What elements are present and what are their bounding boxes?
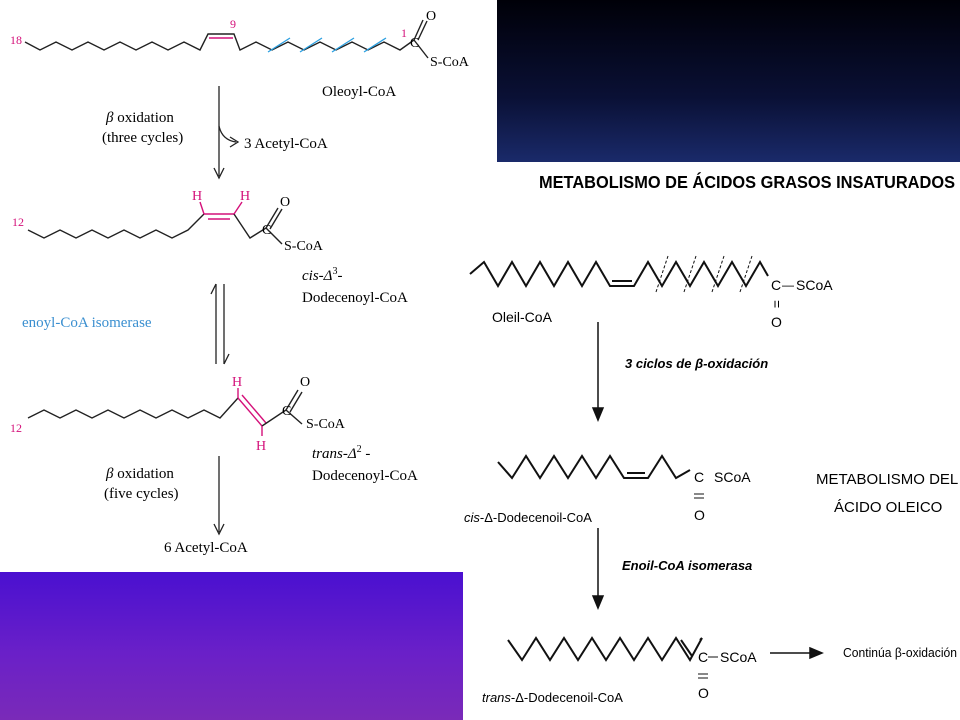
cis-o: O <box>694 507 705 523</box>
dark-background-panel <box>497 0 960 162</box>
beta-oxidation-arrow-2 <box>213 456 225 536</box>
continua-label: Continúa β-oxidación <box>843 645 957 660</box>
oleoyl-coa-structure <box>24 19 429 59</box>
oleoyl-carbonyl-c: C <box>410 36 419 51</box>
oleil-coa-structure <box>469 260 769 288</box>
trans-h1: H <box>232 375 242 390</box>
oleil-o: O <box>771 314 782 330</box>
trans-carbonyl-c: C <box>282 404 291 419</box>
trans-scoa: SCoA <box>720 649 757 665</box>
cis-dodecenoyl-structure <box>27 201 283 245</box>
metabolismo-oleico-line2: ÁCIDO OLEICO <box>834 499 942 516</box>
metabolismo-oleico-line1: METABOLISMO DEL <box>816 471 958 488</box>
cis-carbonyl-o: O <box>280 195 290 210</box>
cis-thioester: S-CoA <box>284 239 324 254</box>
cis-c: C <box>694 469 704 485</box>
step2-label-line2: (five cycles) <box>104 486 179 502</box>
oleil-scoa: SCoA <box>796 277 833 293</box>
trans-h2: H <box>256 439 266 454</box>
trans-carbon-12-label: 12 <box>10 421 22 435</box>
trans-dodecenoil-structure <box>507 636 703 662</box>
carbon-9-label: 9 <box>230 17 236 31</box>
enoyl-coa-isomerase-label: enoyl-CoA isomerase <box>22 315 152 331</box>
oleoyl-coa-name: Oleoyl-CoA <box>322 84 396 100</box>
step2-product: 6 Acetyl-CoA <box>164 540 248 556</box>
trans-name-line1: trans-Δ2 - <box>312 444 370 462</box>
beta-oxidation-arrow-1 <box>213 86 240 180</box>
step1-label-line1: β oxidation <box>105 110 174 126</box>
oleil-eq: = <box>769 300 785 308</box>
oleil-c: C <box>771 277 781 293</box>
trans-o: O <box>698 685 709 701</box>
oleil-hatches <box>655 255 753 293</box>
continua-arrow <box>770 646 824 660</box>
section-heading: METABOLISMO DE ÁCIDOS GRASOS INSATURADOS <box>539 171 955 192</box>
cis-carbon-12-label: 12 <box>12 215 24 229</box>
oleil-dash: — <box>782 278 794 292</box>
trans-dodecenoyl-structure <box>27 388 303 436</box>
oleoyl-carbonyl-o: O <box>426 9 436 24</box>
cis-dodecenoil-structure <box>497 454 691 480</box>
step1-label-line2: (three cycles) <box>102 130 183 146</box>
purple-background-panel <box>0 572 463 720</box>
carbon-18-label: 18 <box>10 33 22 47</box>
trans-name-line2: Dodecenoyl-CoA <box>312 468 418 484</box>
isomerasa-label: Enoil-CoA isomerasa <box>622 558 752 573</box>
isomerase-equilibrium-arrow <box>210 283 230 365</box>
left-pathway-diagram: 18 9 1 O C S-CoA Oleoyl-CoA β oxidation … <box>10 9 470 556</box>
cis-name-line2: Dodecenoyl-CoA <box>302 290 408 306</box>
oleil-coa-name: Oleil-CoA <box>492 309 553 325</box>
cis-scoa: SCoA <box>714 469 751 485</box>
arrow-isomerasa <box>591 528 605 610</box>
step2-label-line1: β oxidation <box>105 466 174 482</box>
oleoyl-thioester: S-CoA <box>430 55 470 70</box>
trans-dodecenoil-name: trans-Δ-Dodecenoil-CoA <box>482 690 623 705</box>
cis-carbonyl-c: C <box>262 223 271 238</box>
step1-product: 3 Acetyl-CoA <box>244 136 328 152</box>
trans-carbonyl-o: O <box>300 375 310 390</box>
ciclos-label: 3 ciclos de β-oxidación <box>625 356 768 371</box>
carbon-1-label: 1 <box>401 26 407 40</box>
trans-thioester: S-CoA <box>306 417 346 432</box>
trans-c: C <box>698 649 708 665</box>
cis-h2: H <box>240 189 250 204</box>
cis-name-line1: cis-Δ3- <box>302 266 342 284</box>
arrow-3-ciclos <box>591 322 605 422</box>
cis-h1: H <box>192 189 202 204</box>
beta-oxidation-hatches <box>267 37 387 53</box>
